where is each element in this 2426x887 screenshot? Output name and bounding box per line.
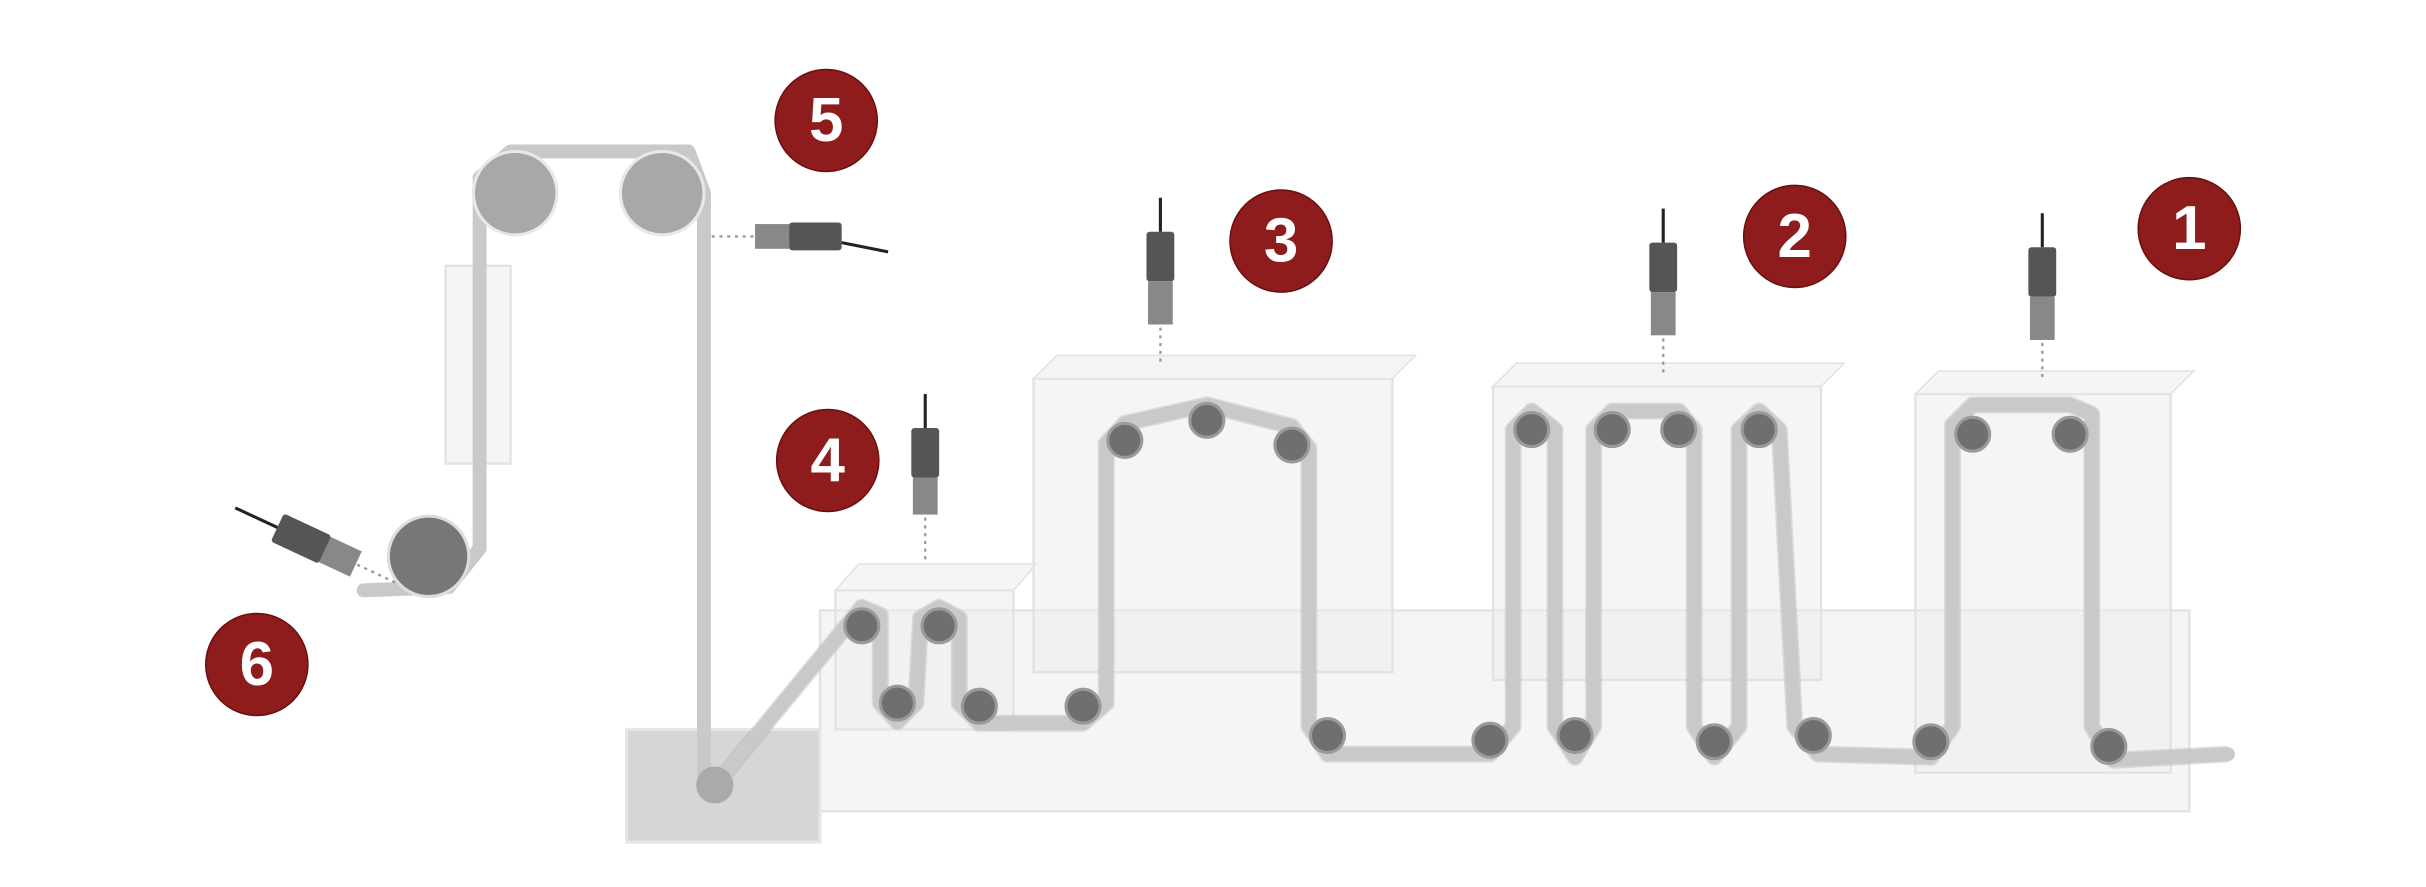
roller	[1513, 411, 1551, 449]
roller	[1593, 411, 1631, 449]
sensor-vertical-3	[1146, 197, 1175, 365]
sensor-angled-6	[234, 506, 396, 584]
roller	[1660, 411, 1698, 449]
badge-1: 1	[2137, 176, 2242, 281]
housing-2-top	[1491, 362, 1847, 388]
roller	[1912, 723, 1950, 761]
badge-4: 4	[775, 408, 880, 513]
badge-4-label: 4	[811, 426, 846, 495]
roller	[2090, 727, 2128, 765]
badge-5: 5	[774, 68, 879, 173]
roller	[618, 149, 706, 237]
roller	[1556, 717, 1594, 755]
roller	[1794, 717, 1832, 755]
sensors	[234, 197, 2057, 584]
sensor-vertical-1	[2028, 213, 2057, 381]
roller	[1471, 721, 1509, 759]
badge-6: 6	[205, 612, 309, 717]
roller	[2051, 415, 2089, 453]
sensor-horizontal-5	[711, 222, 889, 254]
badge-2: 2	[1742, 184, 1847, 289]
tank-roller	[696, 766, 734, 804]
badge-3: 3	[1229, 189, 1333, 293]
rollers	[386, 149, 2128, 804]
roller	[386, 514, 471, 599]
roller	[960, 687, 998, 725]
roller	[1106, 421, 1144, 459]
roller	[843, 607, 881, 645]
roller	[1740, 411, 1778, 449]
roller	[1308, 717, 1347, 755]
roller	[471, 149, 559, 237]
housing-3-top	[1031, 354, 1418, 380]
roller	[1954, 415, 1992, 453]
roller	[1273, 426, 1311, 464]
badge-1-label: 1	[2172, 194, 2206, 263]
roller	[1064, 687, 1102, 725]
badge-6-label: 6	[240, 630, 274, 699]
roller	[920, 607, 958, 645]
housing-1-top	[1913, 370, 2196, 395]
sensor-vertical-4	[911, 394, 940, 565]
badge-2-label: 2	[1778, 202, 1812, 271]
sensor-vertical-2	[1649, 208, 1678, 376]
badge-5-label: 5	[809, 86, 843, 155]
roller	[878, 684, 916, 722]
badge-3-label: 3	[1264, 207, 1298, 276]
roller	[1695, 723, 1733, 761]
housing-4-top	[833, 563, 1039, 592]
roller	[1188, 401, 1226, 439]
